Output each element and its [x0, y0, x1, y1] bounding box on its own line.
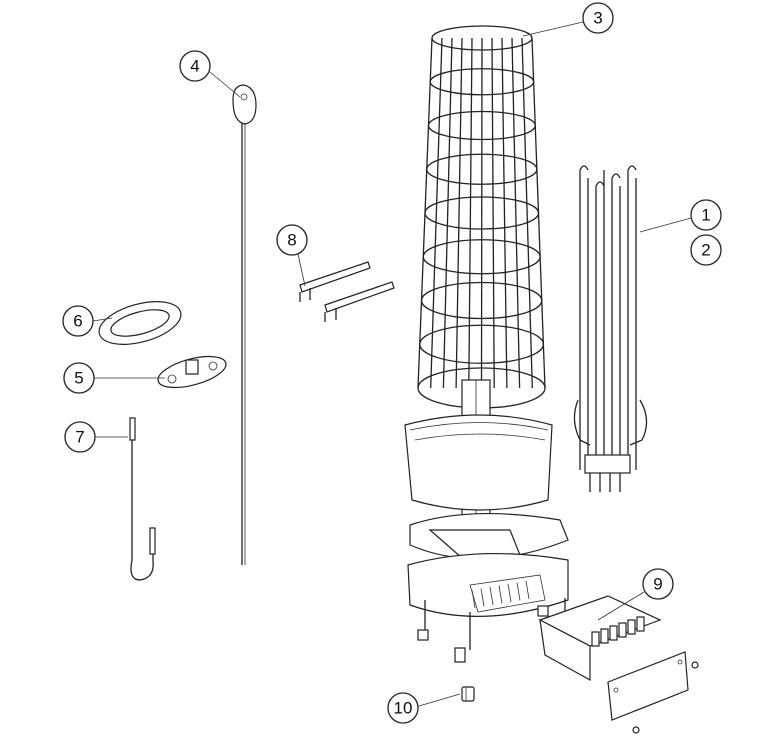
callout-2: 2: [690, 234, 722, 266]
callout-label: 6: [73, 312, 82, 331]
callout-1: 1: [690, 199, 722, 231]
stand-part: [407, 513, 569, 663]
callout-4: 4: [179, 50, 211, 82]
callout-label: 5: [74, 369, 83, 388]
heating-element-part: [573, 165, 648, 492]
callout-label: 9: [653, 575, 662, 594]
callout-label: 4: [190, 57, 199, 76]
probe-rod-part: [232, 84, 257, 565]
callout-9: 9: [642, 568, 674, 600]
callout-label: 3: [593, 9, 602, 28]
callout-3: 3: [582, 2, 614, 34]
callout-5: 5: [63, 362, 95, 394]
callout-7: 7: [64, 421, 96, 453]
mounting-plate-part: [157, 355, 227, 389]
callout-label: 1: [701, 206, 710, 225]
callout-label: 7: [75, 428, 84, 447]
callout-label: 2: [701, 241, 710, 260]
base-bucket-part: [404, 414, 553, 511]
leader-lines: [92, 21, 692, 707]
sensor-probe-part: [129, 417, 156, 581]
bracket-part: [299, 261, 395, 322]
callout-label: 8: [287, 231, 296, 250]
callout-10: 10: [387, 692, 419, 724]
callout-8: 8: [276, 224, 308, 256]
wire-basket-part: [417, 25, 546, 409]
callout-label: 10: [394, 699, 413, 718]
clip-part: [461, 686, 475, 702]
control-box-part: [538, 595, 699, 734]
callout-6: 6: [62, 305, 94, 337]
ring-part: [98, 301, 182, 345]
